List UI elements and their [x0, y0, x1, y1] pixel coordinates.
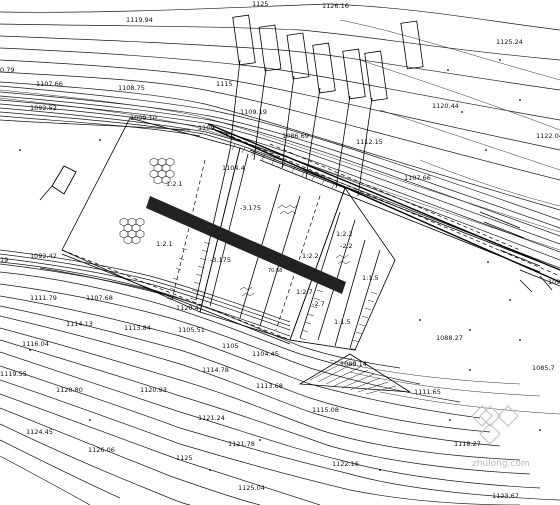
elev-label: 1111.79	[30, 294, 57, 302]
elev-label: 1124.45	[26, 428, 53, 436]
slope-label: 1:2.2	[336, 230, 353, 238]
elev-label: 1109	[198, 124, 215, 132]
elev-label: 1092.42	[30, 252, 57, 260]
elev-label: 1088.27	[436, 334, 463, 342]
channel-bands	[207, 123, 560, 283]
upper-contours	[0, 3, 560, 251]
section-boxes	[229, 14, 424, 197]
elev-label: 1119.94	[126, 16, 153, 24]
slope-label: 1:2.2	[302, 252, 319, 260]
survey-points	[19, 59, 541, 471]
slope-hatches	[166, 143, 378, 351]
elev-label: 1107.66	[36, 80, 63, 88]
elev-label: 1116.04	[22, 340, 49, 348]
marker-labels: 70.68	[268, 268, 282, 274]
elev-label: 1114.78	[202, 366, 229, 374]
slope-label: 1:2.1	[166, 180, 183, 188]
elev-label: 1111.65	[414, 388, 441, 396]
lower-contours	[0, 261, 560, 505]
hex-pattern-upper	[149, 157, 175, 185]
elev-label: 1123.67	[492, 492, 519, 500]
watermark-text: zhulong.com	[472, 459, 530, 469]
elev-label: 1114.13	[66, 320, 93, 328]
elev-label: 1086.69	[282, 132, 309, 140]
elev-label: 1112.15	[356, 138, 383, 146]
hex-pattern-lower	[119, 217, 145, 245]
elev-label: 1126.06	[88, 446, 115, 454]
elev-label: 0.79	[0, 66, 14, 74]
elev-label: 1125	[176, 454, 193, 462]
elev-label: 1108.75	[118, 84, 145, 92]
elev-label: 1126.16	[322, 2, 349, 10]
slope-label: -3.175	[240, 204, 261, 212]
elev-label: 1089.14	[340, 360, 367, 368]
elev-label: 1113.68	[256, 382, 283, 390]
elev-label: 1121.24	[198, 414, 225, 422]
elev-label: 1125.04	[238, 484, 265, 492]
flow-arrow	[39, 165, 77, 201]
elev-label: 1107.68	[86, 294, 113, 302]
slope-label: 1:2.7	[296, 288, 313, 296]
elev-label: 1120.80	[56, 386, 83, 394]
slope-label: -2.7	[312, 300, 325, 308]
elev-label: 1105	[222, 342, 239, 350]
slope-labels: 1:2.1 1:2.1 1:2.2 1:2.2 1:1.5 1:1.5 -3.1…	[156, 180, 379, 326]
elev-label: 19	[0, 256, 8, 264]
elev-label: 1125	[252, 0, 269, 8]
elev-label: 1118.27	[454, 440, 481, 448]
elev-label: 1113.84	[124, 324, 151, 332]
beam	[146, 196, 346, 294]
elev-label: 1092.52	[30, 104, 57, 112]
elev-label: 109	[548, 278, 560, 286]
right-leaders	[479, 211, 560, 293]
elev-label: 1120.93	[140, 386, 167, 394]
slope-label: -2.2	[340, 242, 353, 250]
slope-label: -3.175	[210, 256, 231, 264]
slope-label: 1:1.5	[334, 318, 351, 326]
elev-label: 1115	[216, 80, 233, 88]
elev-label: 1122.04	[536, 132, 560, 140]
marker-label: 70.68	[268, 268, 282, 274]
elev-label: 1107.66	[404, 174, 431, 182]
elev-label: 1085.7	[532, 364, 555, 372]
elev-label: 1104.4	[222, 164, 245, 172]
elev-label: 1104.45	[252, 350, 279, 358]
elev-label: 1099.10	[130, 114, 157, 122]
elev-label: 1121.78	[228, 440, 255, 448]
riprap-marks	[239, 204, 351, 297]
elev-label: 1109.19	[240, 108, 267, 116]
elev-label: 1115.08	[312, 406, 339, 414]
slope-label: 1:2.1	[156, 240, 173, 248]
watermark: zhulong.com	[471, 405, 530, 469]
lower-embankment	[298, 353, 411, 395]
slope-label: 1:1.5	[362, 274, 379, 282]
elev-label: 1120.44	[432, 102, 459, 110]
elev-label: 1125.24	[496, 38, 523, 46]
elev-label: 1122.16	[332, 460, 359, 468]
elev-label: 1105.51	[178, 326, 205, 334]
elev-label: 1120.47	[176, 304, 203, 312]
elev-label: 1119.55	[0, 370, 27, 378]
